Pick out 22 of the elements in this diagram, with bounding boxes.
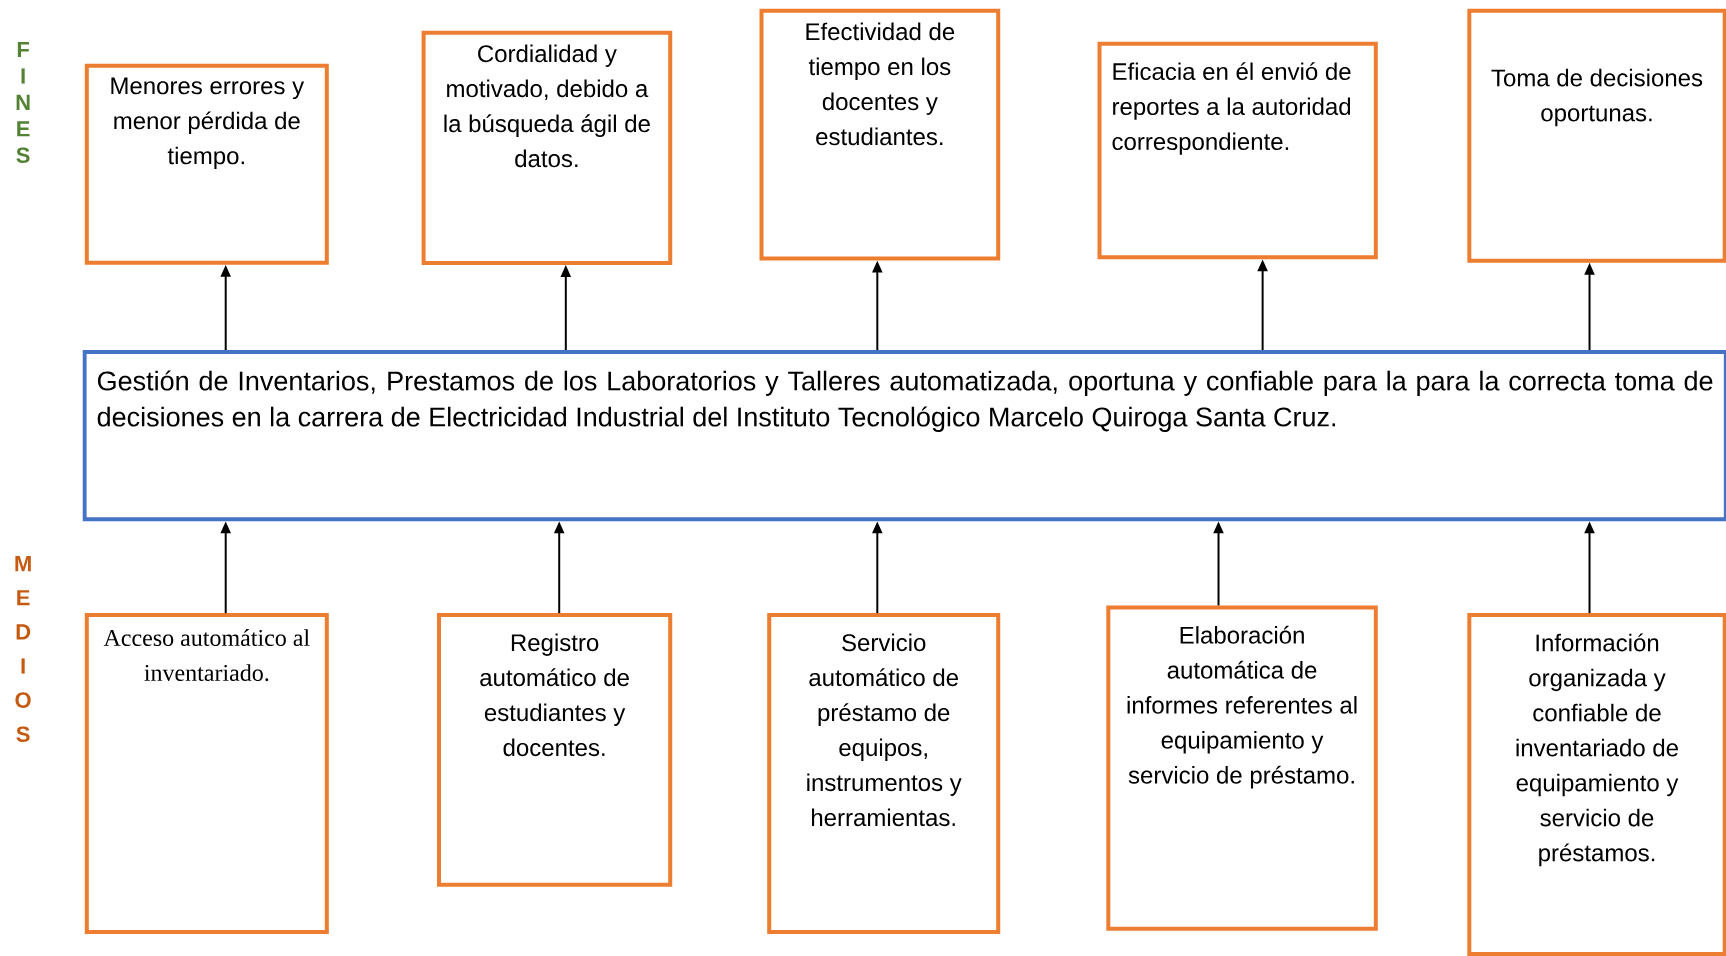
side-letter: O [15, 692, 31, 708]
text-box: Cordialidad y motivado, debido a la búsqueda ágil de datos. [421, 30, 673, 265]
side-letter: I [21, 68, 25, 84]
text-box: Elaboración automática de informes referentes al equipamiento y servicio de préstamo. [1106, 605, 1378, 931]
side-letter: M [15, 556, 31, 572]
text-box: Acceso automático al inventariado. [84, 613, 329, 935]
text-box: Registro automático de estudiantes y docentes. [437, 613, 673, 887]
side-letter: S [16, 147, 30, 163]
side-letter: I [21, 658, 25, 674]
text-box: Efectividad de tiempo en los docentes y estudiantes. [759, 8, 1001, 261]
text-box: Toma de decisiones oportunas. [1467, 8, 1726, 263]
side-letter: E [17, 121, 30, 137]
text-box: Información organizada y confiable de inventariado de equipamiento y servicio de préstamos. [1467, 613, 1726, 956]
text-box: Menores errores y menor pérdida de tiempo. [84, 63, 329, 265]
side-letter: N [16, 94, 30, 110]
side-letter: D [16, 624, 31, 640]
goal-box: Gestión de Inventarios, Prestamos de los Laboratorios y Talleres automatizada, oportuna y confiable para la para la correcta toma de decisiones en la carrera de Electricidad Industrial del Instituto Tecnológico Marcelo Quiroga Santa Cruz. [82, 350, 1726, 522]
side-letter: S [16, 726, 30, 742]
text-box: Eficacia en él envió de reportes a la autoridad correspondiente. [1097, 41, 1378, 260]
side-letter: E [17, 590, 30, 606]
side-letter: F [17, 41, 29, 58]
text-box: Servicio automático de préstamo de equipos, instrumentos y herramientas. [767, 613, 1001, 935]
